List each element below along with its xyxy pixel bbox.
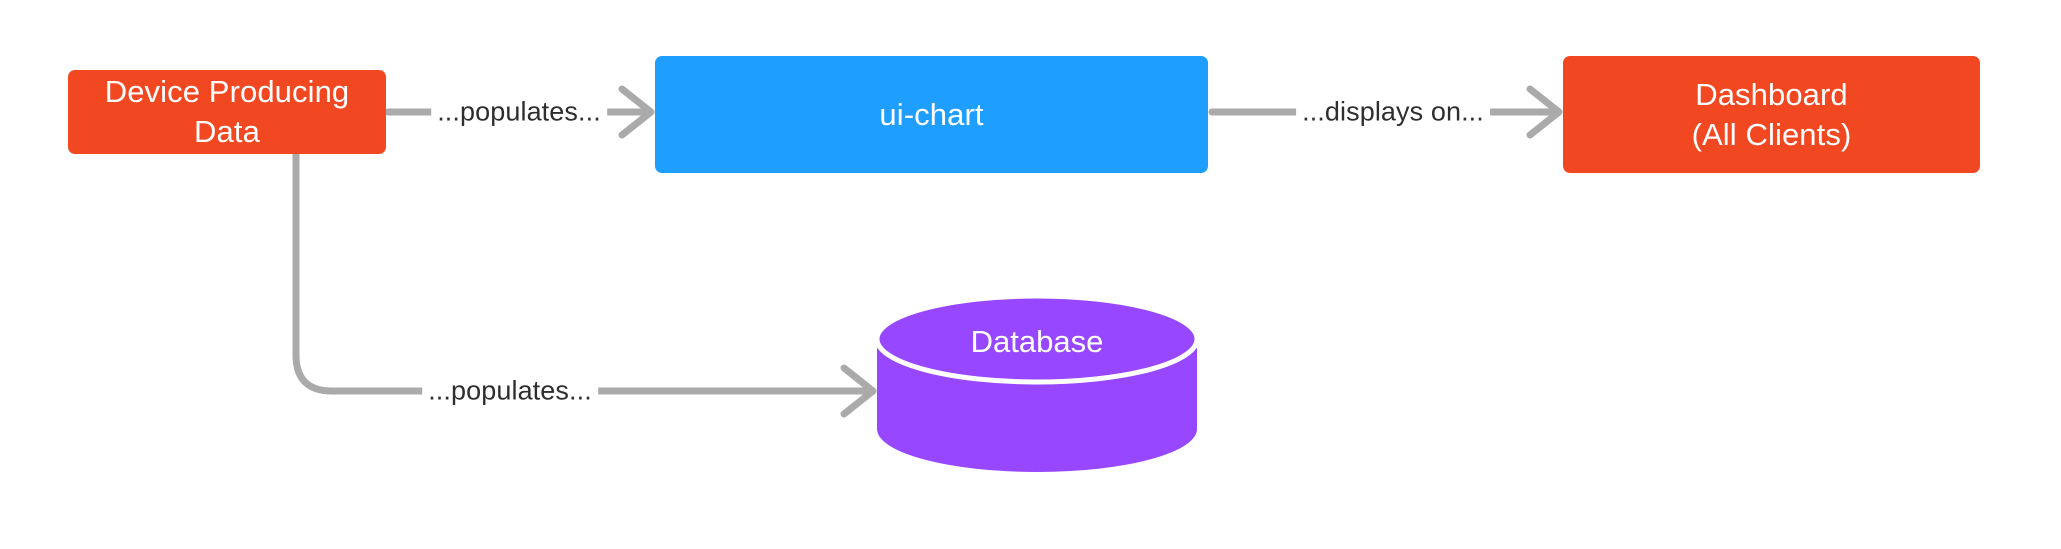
node-dashboard[interactable]: Dashboard (All Clients) xyxy=(1563,56,1980,173)
node-label-device: Device Producing Data xyxy=(104,74,350,149)
arrowhead-icon xyxy=(1526,85,1563,139)
edge-line-device-to-database xyxy=(292,151,874,395)
cylinder-icon xyxy=(874,293,1200,472)
cylinder-top xyxy=(874,293,1200,385)
edge-label-uichart-to-dashboard: ...displays on... xyxy=(1296,96,1490,128)
node-label-ui-chart: ui-chart xyxy=(879,96,984,132)
edge-device-to-database xyxy=(292,151,877,418)
edge-label-device-to-uichart: ...populates... xyxy=(431,96,607,128)
arrowhead-icon xyxy=(840,364,877,418)
node-ui-chart[interactable]: ui-chart xyxy=(655,56,1208,173)
arrowhead-icon xyxy=(618,85,655,139)
node-label-dashboard: Dashboard (All Clients) xyxy=(1691,76,1852,152)
node-device-producing-data[interactable]: Device Producing Data xyxy=(68,70,386,154)
edge-label-device-to-database: ...populates... xyxy=(422,375,598,407)
node-database[interactable]: Database xyxy=(874,293,1200,472)
